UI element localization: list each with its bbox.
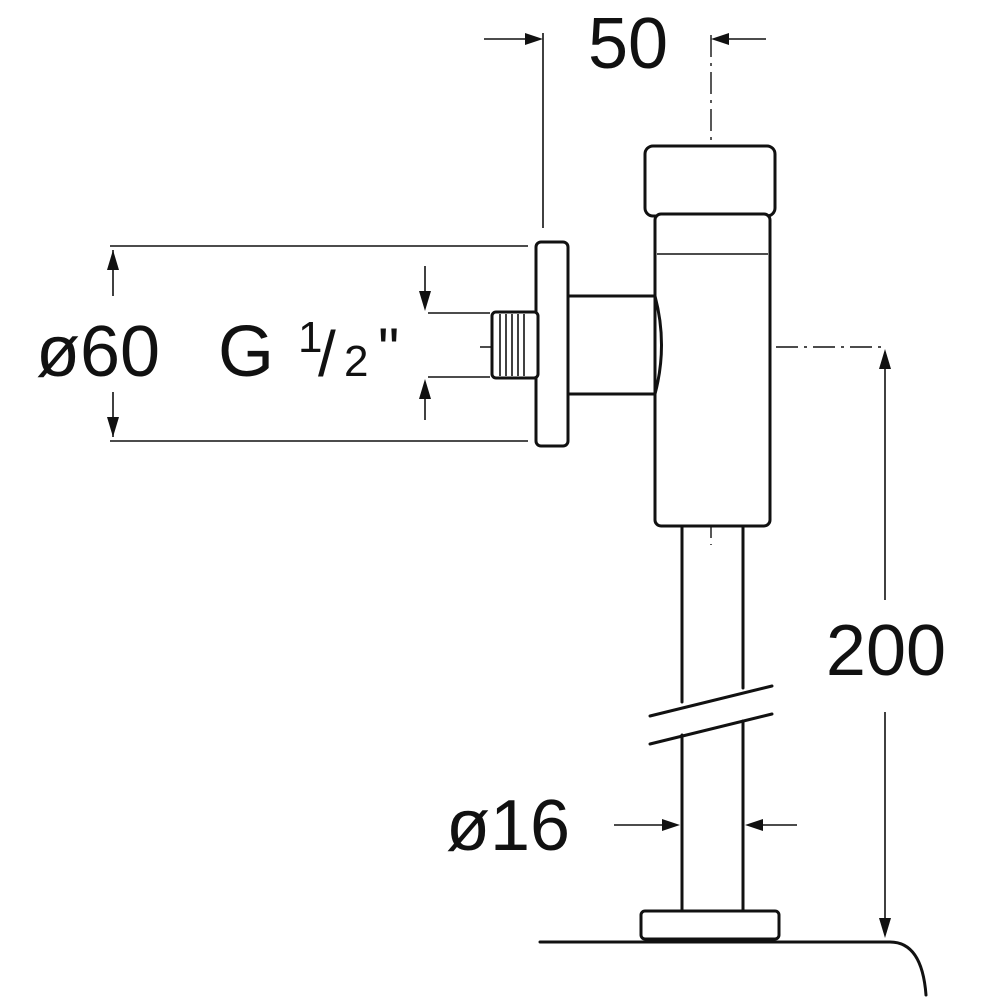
dimension-label-50: 50 bbox=[588, 4, 668, 84]
thread-denominator: 2 bbox=[344, 337, 368, 386]
dimension-thread: G 1 / 2 " bbox=[218, 266, 490, 420]
arrow-left bbox=[745, 819, 763, 831]
thread-slash: / bbox=[318, 318, 336, 390]
thread-numerator: 1 bbox=[298, 313, 322, 362]
arrow-right bbox=[525, 33, 543, 45]
valve-body bbox=[490, 144, 777, 528]
pipe-break-line-lower bbox=[648, 712, 774, 746]
arrow-up bbox=[107, 250, 119, 270]
pipe-break-line-upper bbox=[648, 684, 774, 718]
dimension-label-pipe: ø16 bbox=[446, 786, 570, 866]
dimension-50: 50 bbox=[484, 4, 766, 228]
thread-lines bbox=[499, 314, 525, 376]
arrow-up bbox=[879, 349, 891, 369]
threaded-inlet bbox=[490, 310, 540, 380]
arrow-left bbox=[711, 33, 729, 45]
branch-joint-curve bbox=[653, 294, 663, 396]
dimension-flange: ø60 bbox=[36, 245, 528, 442]
arrow-up bbox=[419, 379, 431, 399]
arrow-down bbox=[107, 417, 119, 437]
valve-cylinder bbox=[653, 212, 772, 528]
down-pipe bbox=[639, 524, 781, 941]
arrow-down bbox=[419, 291, 431, 311]
pipe-base-flange bbox=[639, 909, 781, 941]
dimension-label-flange: ø60 bbox=[36, 312, 160, 392]
thread-inch-mark: " bbox=[378, 316, 399, 383]
valve-cap bbox=[643, 144, 777, 218]
thread-label-g: G bbox=[218, 312, 274, 392]
wall-flange bbox=[534, 240, 570, 448]
dimension-label-200: 200 bbox=[826, 611, 946, 691]
dimension-pipe: ø16 bbox=[446, 786, 797, 866]
inlet-branch bbox=[566, 294, 657, 396]
dimension-200: 200 bbox=[826, 349, 946, 938]
arrow-right bbox=[662, 819, 680, 831]
fixture-outline bbox=[538, 940, 928, 997]
arrow-down bbox=[879, 918, 891, 938]
